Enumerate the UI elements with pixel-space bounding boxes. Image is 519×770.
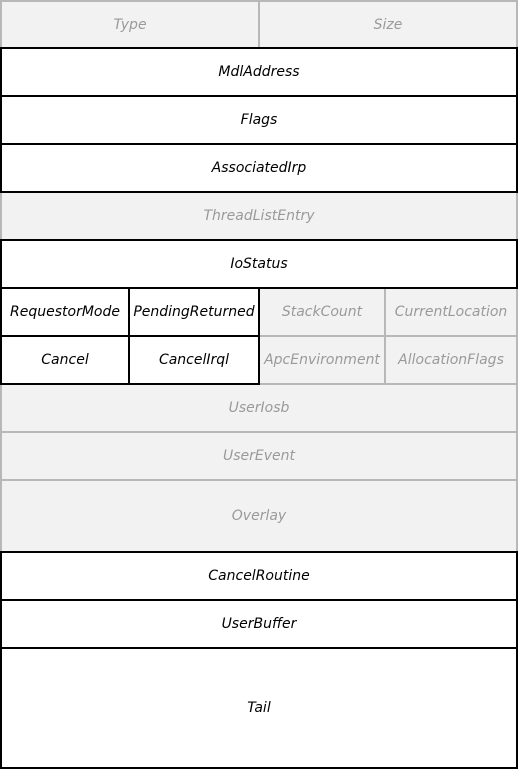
cell-border-line	[0, 647, 518, 649]
cell-border-line	[516, 239, 518, 289]
field-cancel: Cancel	[1, 336, 129, 384]
cell-border-line	[258, 335, 386, 337]
cell-border-line	[258, 0, 260, 49]
cell-border-line	[0, 383, 2, 433]
field-stack-count: StackCount	[259, 288, 385, 336]
cell-border-line	[0, 599, 2, 649]
field-allocation-flags: AllocationFlags	[385, 336, 517, 384]
cell-border-line	[384, 335, 386, 385]
cell-border-line	[0, 383, 130, 385]
field-thread-list-entry: ThreadListEntry	[1, 192, 517, 240]
field-current-location: CurrentLocation	[385, 288, 517, 336]
cell-border-line	[516, 95, 518, 145]
cell-border-line	[0, 0, 260, 2]
cell-border-line	[0, 191, 2, 241]
cell-border-line	[0, 647, 2, 769]
cell-border-line	[0, 335, 130, 337]
cell-border-line	[0, 551, 518, 553]
cell-border-line	[258, 287, 260, 337]
cell-border-line	[0, 239, 518, 241]
cell-border-line	[516, 47, 518, 97]
cell-border-line	[516, 431, 518, 481]
cell-border-line	[128, 335, 260, 337]
cell-border-line	[0, 143, 518, 145]
cell-border-line	[384, 287, 386, 337]
cell-border-line	[258, 0, 518, 2]
cell-border-line	[516, 335, 518, 385]
cell-border-line	[258, 335, 260, 385]
cell-border-line	[0, 431, 2, 481]
cell-border-line	[0, 431, 518, 433]
cell-border-line	[0, 335, 2, 385]
field-user-buffer: UserBuffer	[1, 600, 517, 648]
field-io-status: IoStatus	[1, 240, 517, 288]
cell-border-line	[516, 383, 518, 433]
cell-border-line	[0, 0, 2, 49]
field-size: Size	[259, 1, 517, 48]
cell-border-line	[0, 47, 518, 49]
cell-border-line	[0, 95, 2, 145]
cell-border-line	[0, 767, 518, 769]
cell-border-line	[0, 479, 2, 553]
cell-border-line	[128, 287, 260, 289]
cell-border-line	[0, 287, 2, 337]
cell-border-line	[0, 95, 518, 97]
cell-border-line	[0, 143, 2, 193]
cell-border-line	[0, 47, 2, 97]
cell-border-line	[0, 287, 130, 289]
cell-border-line	[516, 191, 518, 241]
cell-border-line	[0, 479, 518, 481]
cell-border-line	[0, 599, 518, 601]
cell-border-line	[128, 335, 130, 385]
field-apc-environment: ApcEnvironment	[259, 336, 385, 384]
cell-border-line	[384, 335, 518, 337]
field-overlay: Overlay	[1, 480, 517, 552]
field-flags: Flags	[1, 96, 517, 144]
field-tail: Tail	[1, 648, 517, 768]
cell-border-line	[128, 287, 130, 337]
cell-border-line	[0, 239, 2, 289]
cell-border-line	[128, 383, 260, 385]
cell-border-line	[516, 551, 518, 601]
cell-border-line	[0, 551, 2, 601]
cell-border-line	[0, 191, 518, 193]
cell-border-line	[516, 647, 518, 769]
field-mdl-address: MdlAddress	[1, 48, 517, 96]
field-pending-returned: PendingReturned	[129, 288, 259, 336]
field-user-event: UserEvent	[1, 432, 517, 480]
field-requestor-mode: RequestorMode	[1, 288, 129, 336]
cell-border-line	[516, 599, 518, 649]
field-cancel-irql: CancelIrql	[129, 336, 259, 384]
field-user-iosb: UserIosb	[1, 384, 517, 432]
field-associated-irp: AssociatedIrp	[1, 144, 517, 192]
field-type: Type	[1, 1, 259, 48]
cell-border-line	[516, 287, 518, 337]
cell-border-line	[516, 479, 518, 553]
field-cancel-routine: CancelRoutine	[1, 552, 517, 600]
cell-border-line	[516, 143, 518, 193]
cell-border-line	[516, 0, 518, 49]
